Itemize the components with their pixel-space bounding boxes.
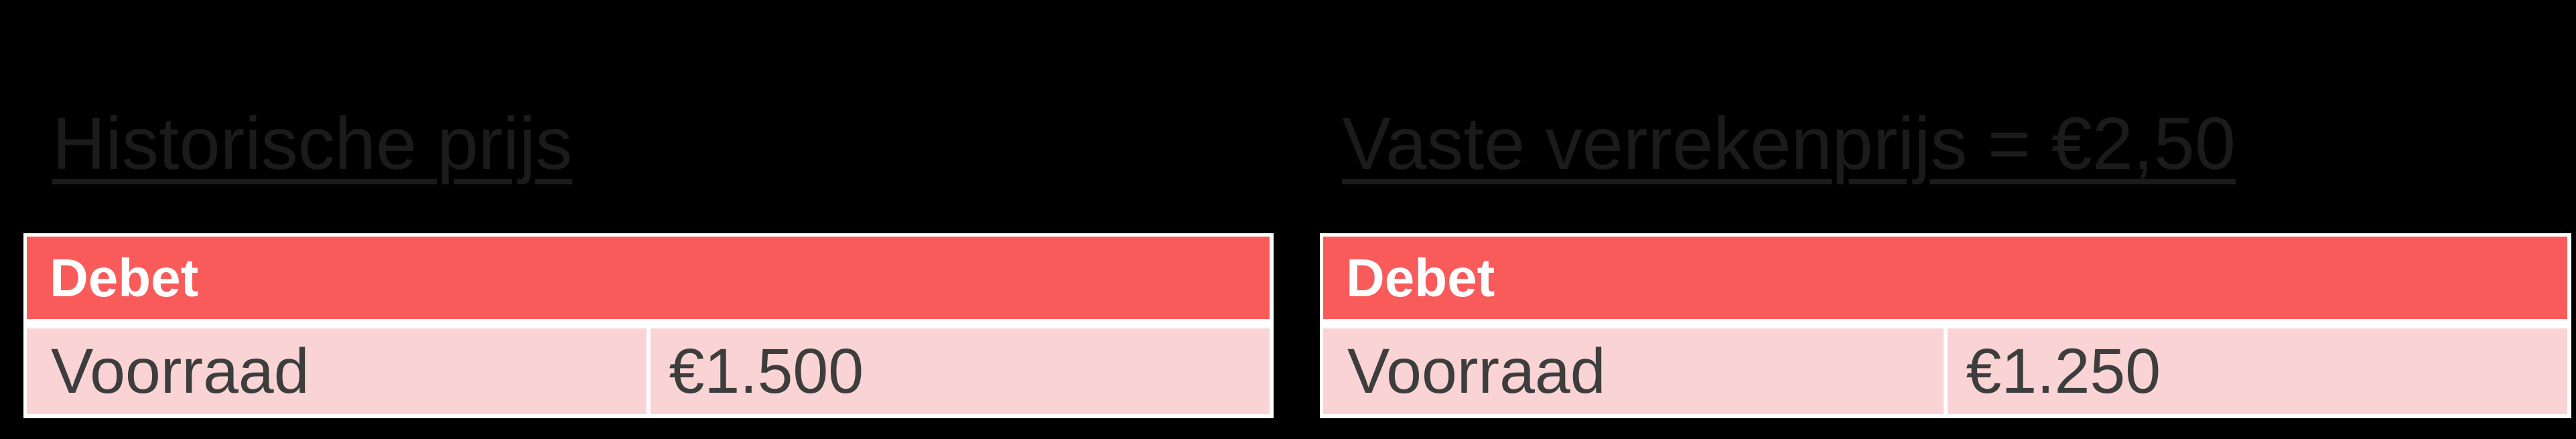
- section-heading-fixed-transfer-price: Vaste verrekenprijs = €2,50: [1342, 107, 2236, 181]
- table-row: Voorraad €1.500: [27, 328, 1270, 414]
- section-heading-fixed-transfer-price-text: Vaste verrekenprijs = €2,50: [1342, 103, 2236, 185]
- table-header-debet: Debet: [1323, 237, 2567, 319]
- table-header-debet: Debet: [27, 237, 1270, 319]
- table-cell-account: Voorraad: [1323, 328, 1944, 414]
- table-cell-account: Voorraad: [27, 328, 647, 414]
- table-cell-amount: €1.500: [650, 328, 1270, 414]
- section-heading-historical-price: Historische prijs: [52, 107, 572, 181]
- debet-table-historical-price: Debet Voorraad €1.500: [23, 233, 1274, 418]
- debet-table-fixed-transfer-price: Debet Voorraad €1.250: [1320, 233, 2571, 418]
- table-cell-amount: €1.250: [1947, 328, 2567, 414]
- table-row: Voorraad €1.250: [1323, 328, 2567, 414]
- section-heading-historical-price-text: Historische prijs: [52, 103, 573, 185]
